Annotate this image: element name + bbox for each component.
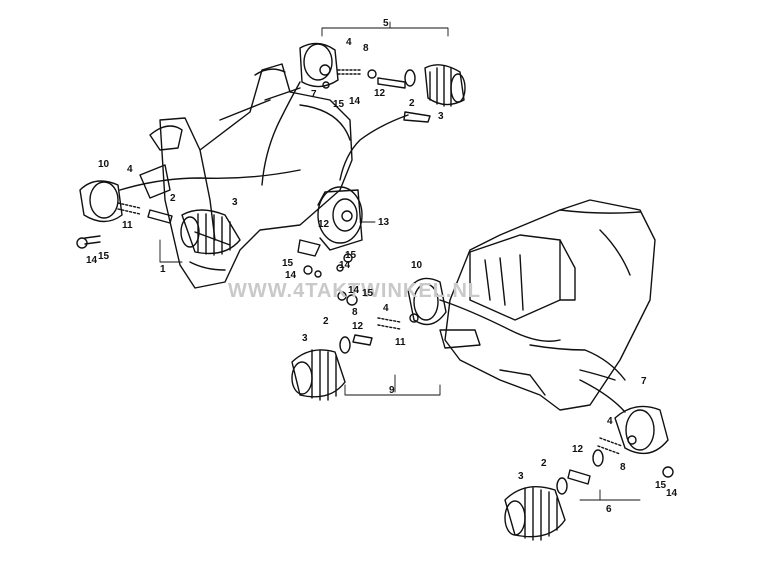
callout-15: 15 [282, 258, 294, 269]
callout-15: 15 [333, 99, 345, 110]
callout-11: 11 [395, 337, 406, 348]
front-right-signal [261, 42, 466, 186]
callout-8: 8 [363, 43, 369, 54]
rear-left-signal [291, 277, 561, 401]
callout-5: 5 [383, 18, 389, 29]
callout-1: 1 [160, 264, 166, 275]
callout-4: 4 [607, 416, 613, 427]
callout-12: 12 [318, 219, 330, 230]
callout-13: 13 [378, 217, 390, 228]
callout-15: 15 [98, 251, 110, 262]
callout-9: 9 [389, 385, 395, 396]
callout-12: 12 [352, 321, 364, 332]
callout-10: 10 [98, 159, 110, 170]
front-housing [139, 63, 353, 289]
callout-3: 3 [232, 197, 238, 208]
callout-7: 7 [641, 376, 647, 387]
leader-lines [159, 21, 641, 501]
callout-3: 3 [518, 471, 524, 482]
watermark: WWW.4TAKTWINKEL.NL [228, 280, 481, 302]
callout-2: 2 [409, 98, 415, 109]
callout-7: 7 [311, 89, 317, 100]
callout-15: 15 [362, 288, 374, 299]
callout-3: 3 [438, 111, 444, 122]
horn [297, 186, 363, 257]
callout-14: 14 [666, 488, 678, 499]
callout-14: 14 [86, 255, 98, 266]
callout-14: 14 [349, 96, 361, 107]
callout-8: 8 [620, 462, 626, 473]
small-hardware [303, 81, 353, 301]
callout-4: 4 [346, 37, 352, 48]
callout-2: 2 [170, 193, 176, 204]
callout-4: 4 [127, 164, 133, 175]
callout-12: 12 [374, 88, 386, 99]
callout-10: 10 [411, 260, 423, 271]
callout-15: 15 [345, 250, 357, 261]
callout-14: 14 [348, 285, 360, 296]
callout-numbers: 5 4 8 7 15 14 12 2 3 10 4 2 3 11 14 15 1… [86, 18, 678, 515]
callout-2: 2 [323, 316, 329, 327]
rear-right-signal [504, 379, 674, 541]
callout-4: 4 [383, 303, 389, 314]
callout-8: 8 [352, 307, 358, 318]
callout-15: 15 [655, 480, 667, 491]
callout-12: 12 [572, 444, 584, 455]
callout-6: 6 [606, 504, 612, 515]
callout-3: 3 [302, 333, 308, 344]
callout-2: 2 [541, 458, 547, 469]
callout-14: 14 [339, 260, 351, 271]
front-left-signal [76, 169, 301, 256]
rear-fender [439, 199, 656, 411]
callout-11: 11 [122, 220, 133, 231]
callout-14: 14 [285, 270, 297, 281]
